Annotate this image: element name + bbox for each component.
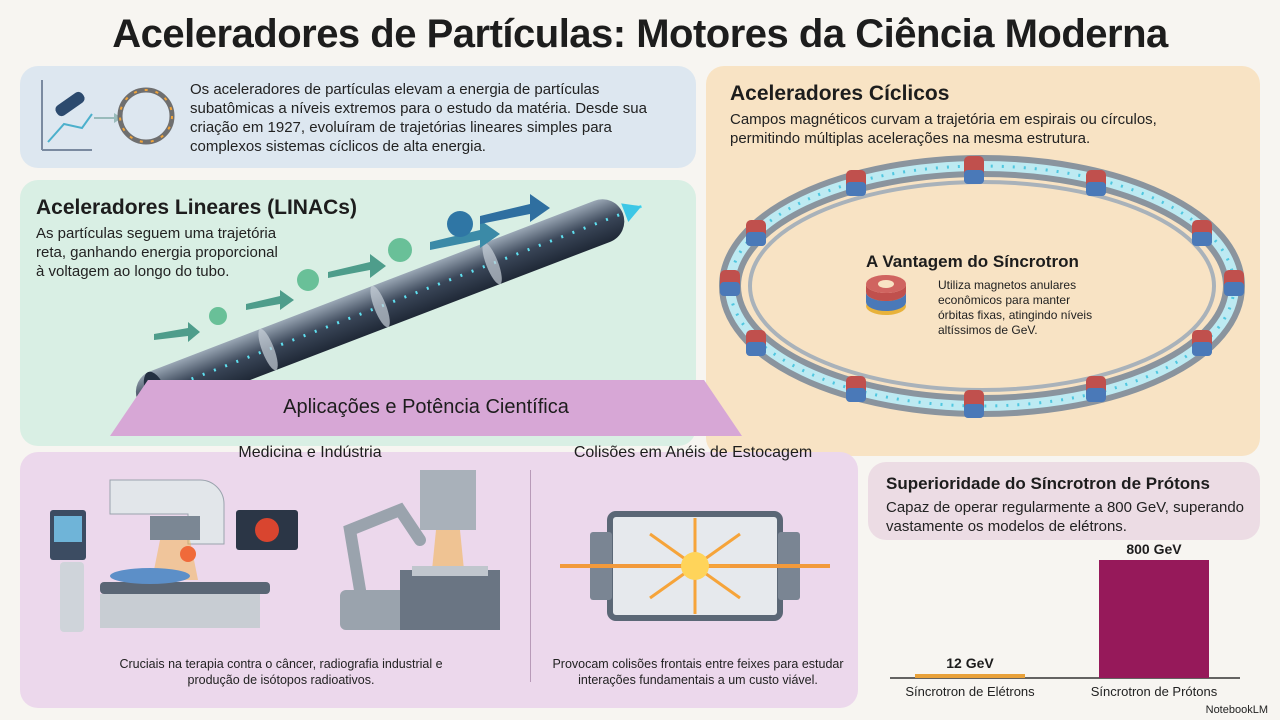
cyclic-heading: Aceleradores Cíclicos [730, 82, 950, 105]
collisions-caption: Provocam colisões frontais entre feixes … [552, 657, 844, 687]
bar-value-label: 800 GeV [1126, 541, 1182, 557]
linac-text: As partículas seguem uma trajetória reta… [36, 225, 278, 280]
applications-tab [110, 380, 742, 436]
synchrotron-ring-illustration [719, 155, 1245, 418]
superiority-text: Capaz de operar regularmente a 800 GeV, … [886, 499, 1245, 535]
intro-icons [41, 80, 175, 151]
cyclic-text: Campos magnéticos curvam a trajetória em… [730, 111, 1157, 147]
bar-value-label: 12 GeV [946, 655, 994, 671]
page-title: Aceleradores de Partículas: Motores da C… [112, 12, 1168, 56]
linac-tube-illustration [135, 194, 643, 414]
intro-panel [20, 66, 696, 168]
medicine-heading: Medicina e Indústria [238, 444, 382, 461]
applications-divider [530, 470, 531, 682]
superiority-heading: Superioridade do Síncrotron de Prótons [886, 474, 1210, 493]
collision-illustration [560, 511, 830, 621]
synchrotron-advantage-text: Utiliza magnetos anulares econômicos par… [938, 278, 1093, 337]
superiority-panel [868, 462, 1260, 540]
synchrotron-advantage-heading: A Vantagem do Síncrotron [866, 252, 1079, 271]
collisions-heading: Colisões em Anéis de Estocagem [573, 444, 813, 461]
energy-bar-chart: 12 GeV Síncrotron de Elétrons 800 GeV Síncr… [890, 541, 1240, 699]
linac-heading: Aceleradores Lineares (LINACs) [36, 196, 357, 219]
applications-heading: Aplicações e Potência Científica [283, 396, 569, 418]
intro-text: Os aceleradores de partículas elevam a e… [190, 81, 647, 155]
bar-proton [1099, 560, 1209, 678]
medicine-caption: Cruciais na terapia contra o câncer, rad… [119, 657, 443, 687]
bar-electron [915, 674, 1025, 678]
notebooklm-watermark: NotebookLM [1205, 704, 1268, 716]
medical-industry-illustration [50, 470, 500, 632]
bar-category-label: Síncrotron de Elétrons [905, 684, 1035, 699]
bar-category-label: Síncrotron de Prótons [1091, 684, 1218, 699]
